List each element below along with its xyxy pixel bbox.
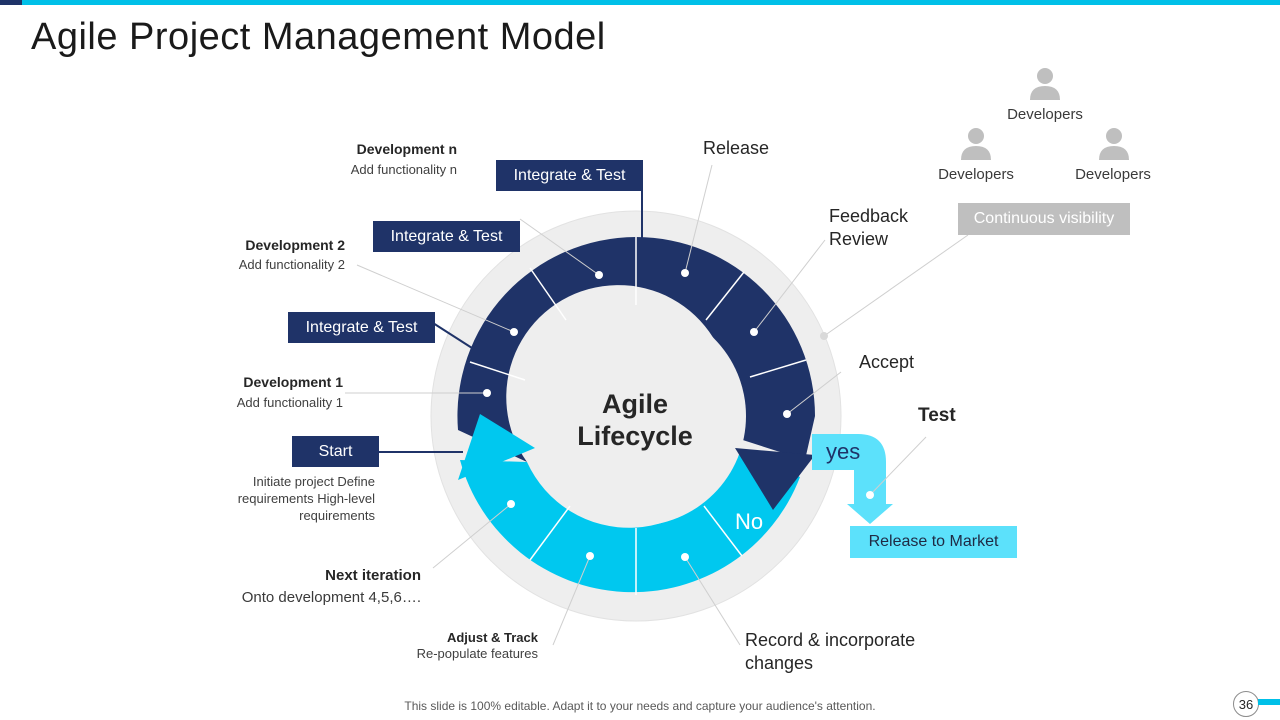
development-n-title: Development n — [356, 141, 457, 157]
record-changes-label: Record & incorporate changes — [745, 629, 915, 675]
accept-label: Accept — [859, 352, 915, 372]
integrate-test-box-top: Integrate & Test — [496, 160, 643, 191]
feedback-review-label: Feedback Review — [829, 205, 908, 251]
person-icon — [1099, 128, 1129, 160]
development-1-title: Development 1 — [243, 374, 343, 390]
cyan-arrow-head — [458, 414, 535, 480]
page-accent-bar — [1258, 699, 1280, 705]
start-box: Start — [292, 436, 379, 467]
yes-label: yes — [826, 439, 861, 464]
continuous-visibility-box: Continuous visibility — [958, 203, 1130, 235]
inner-circle — [526, 306, 746, 526]
center-label-line2: Lifecycle — [577, 421, 693, 451]
start-desc-line3: requirements — [299, 508, 375, 523]
developers-label-right: Developers — [1075, 166, 1151, 183]
start-desc-line2: requirements High-level — [237, 491, 375, 506]
record-line1: Record & incorporate — [745, 630, 916, 650]
top-accent-bar — [0, 0, 1280, 5]
integrate-test-box-mid: Integrate & Test — [373, 221, 520, 252]
release-label: Release — [703, 138, 770, 158]
feedback-line2: Review — [829, 229, 889, 249]
center-label: Agile Lifecycle — [555, 388, 715, 452]
start-desc-line1: Initiate project Define — [252, 474, 375, 489]
test-label: Test — [918, 405, 956, 426]
center-label-line1: Agile — [601, 389, 668, 419]
integrate-test-box-low: Integrate & Test — [288, 312, 435, 343]
development-2-title: Development 2 — [245, 237, 345, 253]
release-to-market-box: Release to Market — [850, 526, 1017, 558]
adjust-track-title: Adjust & Track — [446, 630, 538, 645]
next-iteration-title: Next iteration — [325, 567, 421, 584]
lifecycle-ring-cyan — [460, 452, 800, 593]
footer-caption: This slide is 100% editable. Adapt it to… — [404, 699, 876, 713]
slide-title: Agile Project Management Model — [31, 16, 606, 58]
top-accent-mark — [0, 0, 22, 5]
record-line2: changes — [745, 653, 814, 673]
developers-label-top: Developers — [1007, 106, 1083, 123]
developers-label-left: Developers — [938, 166, 1014, 183]
page-number: 36 — [1233, 691, 1259, 717]
feedback-line1: Feedback — [829, 206, 909, 226]
start-description: Initiate project Define requirements Hig… — [200, 473, 375, 524]
person-icon — [961, 128, 991, 160]
person-icon — [1030, 68, 1060, 100]
no-label: No — [735, 509, 764, 534]
development-n-desc: Add functionality n — [350, 162, 457, 177]
development-2-desc: Add functionality 2 — [238, 257, 345, 272]
yes-arrow — [812, 434, 893, 524]
adjust-track-desc: Re-populate features — [416, 646, 538, 661]
next-iteration-desc: Onto development 4,5,6…. — [241, 589, 421, 606]
navy-arrow-head — [735, 448, 815, 510]
development-1-desc: Add functionality 1 — [236, 395, 343, 410]
